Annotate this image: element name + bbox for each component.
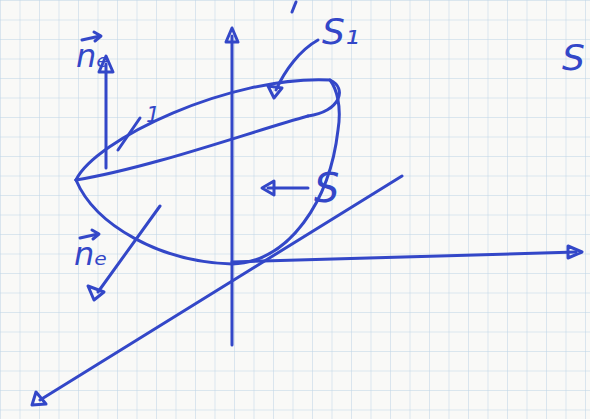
margin-label: S	[562, 40, 585, 76]
stroke-mark	[292, 2, 296, 12]
rim-front	[76, 116, 308, 180]
bowl-surface	[76, 80, 339, 264]
axis-arrowhead	[32, 392, 46, 405]
vector-label: nₑ	[76, 40, 110, 72]
z-axis	[231, 36, 234, 345]
surface-label: S₁	[322, 14, 359, 50]
axis-arrowhead	[226, 28, 238, 42]
arrowhead	[262, 181, 274, 195]
radius-label: 1	[146, 104, 160, 126]
surface-label: S	[314, 168, 339, 208]
arrowhead	[268, 86, 282, 98]
arrowhead	[88, 286, 104, 300]
normal-vector	[105, 64, 108, 168]
axis-arrowhead	[568, 246, 582, 258]
rim-back	[76, 80, 339, 180]
radius-mark	[118, 118, 140, 150]
leader-line	[276, 40, 318, 90]
y-axis	[232, 252, 576, 262]
vector-label: nₑ	[74, 238, 108, 270]
